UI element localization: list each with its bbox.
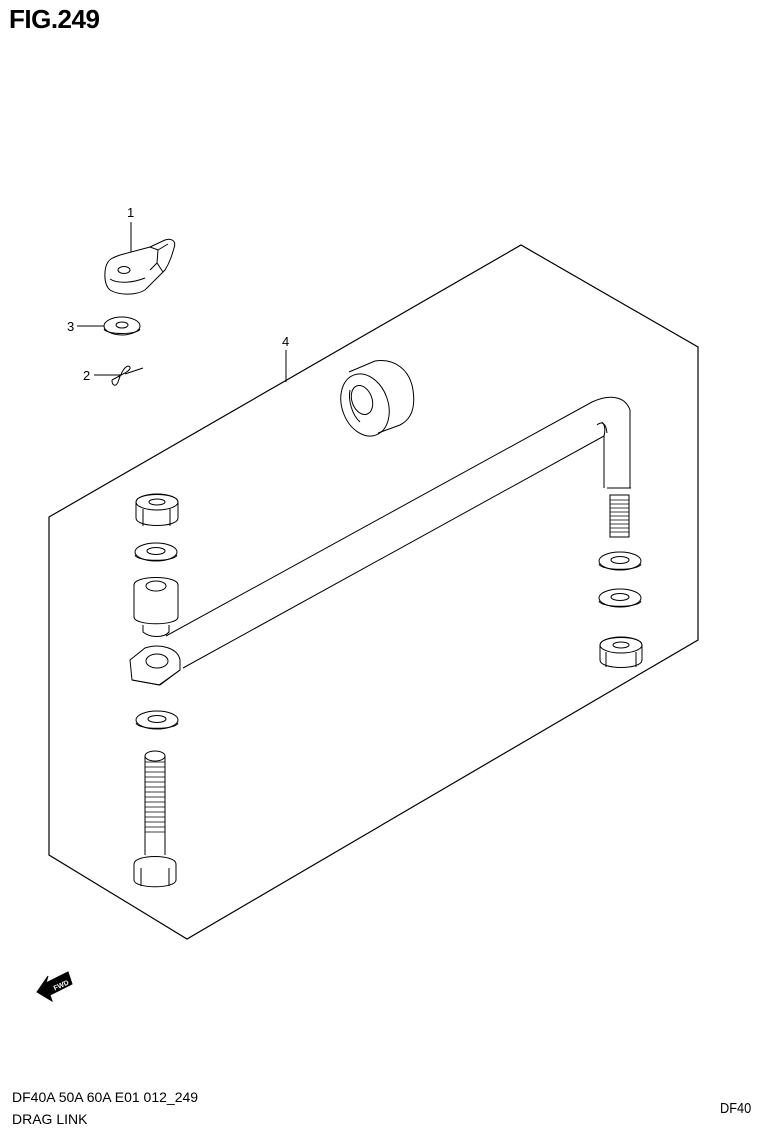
callout-1[interactable]: 1 [127, 205, 134, 252]
callout-3[interactable]: 3 [67, 319, 104, 334]
rod-eye-icon [130, 646, 180, 685]
model-code: DF40A 50A 60A E01 012_249 [12, 1089, 199, 1105]
washer-left-lower-icon [136, 711, 178, 729]
part-name: DRAG LINK [12, 1111, 88, 1127]
bolt-icon [134, 751, 176, 887]
rod-thread-icon [607, 488, 631, 537]
washer-icon [104, 317, 140, 335]
washer-right-upper-icon [599, 552, 641, 570]
svg-text:2: 2 [83, 368, 90, 383]
assembly-box-outline [49, 245, 698, 939]
cotter-pin-icon [112, 366, 143, 385]
hex-nut-left-icon [136, 494, 178, 526]
spacer-collar-icon [134, 578, 178, 637]
washer-right-lower-icon [599, 589, 641, 607]
figure-title: FIG.249 [9, 4, 100, 34]
callout-4[interactable]: 4 [282, 334, 289, 382]
hex-nut-right-icon [600, 637, 642, 668]
drag-link-lever-icon [105, 239, 175, 294]
corner-model-label: DF40 [720, 1100, 752, 1117]
washer-left-upper-icon [135, 543, 177, 561]
svg-text:1: 1 [127, 205, 134, 220]
svg-text:4: 4 [282, 334, 289, 349]
svg-text:3: 3 [67, 319, 74, 334]
fwd-arrow-icon: FWD [37, 972, 72, 1001]
callout-2[interactable]: 2 [83, 368, 120, 383]
bushing-icon [332, 361, 413, 443]
drag-link-rod-icon [166, 397, 630, 668]
